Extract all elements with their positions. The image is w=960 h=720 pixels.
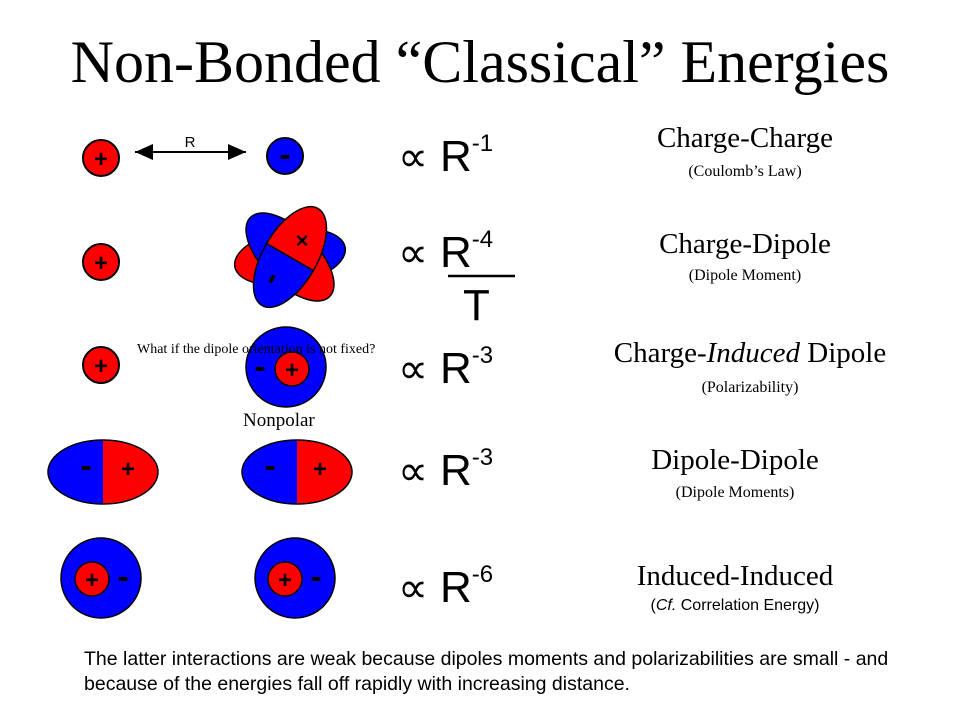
induced-right-plus: + [278, 567, 292, 594]
sublabel-charge-dipole: (Dipole Moment) [688, 267, 802, 284]
label-charge-dipole: Charge-Dipole [659, 228, 831, 260]
sublabel-rest: Correlation Energy) [676, 597, 820, 614]
page-title: Non-Bonded “Classical” Energies [70, 29, 890, 95]
dipole-right [241, 439, 353, 505]
label-induced-induced: Induced-Induced [636, 560, 834, 592]
induced-atom-right-nucleus [267, 561, 303, 597]
base-r: R [440, 228, 472, 277]
plus-sign-3: + [94, 353, 108, 380]
label-part: Charge- [613, 337, 707, 369]
induced-left-minus: - [117, 558, 128, 596]
induced-plus: + [285, 357, 299, 384]
base-r: R [440, 446, 472, 495]
label-charge-induced-dipole: Charge-Induced Dipole [560, 337, 940, 370]
induced-atom-left-nucleus [74, 561, 110, 597]
dipole-right-plus: + [313, 456, 327, 483]
dipole-right-minus: - [264, 447, 275, 485]
sublabel-induced-induced: (Cf. Correlation Energy) [650, 597, 820, 614]
plus-sign-2: + [94, 250, 108, 277]
orientation-question: What if the dipole orientation is not fi… [137, 342, 376, 357]
dipole-left-minus: - [80, 447, 91, 485]
base-r: R [440, 563, 472, 612]
proportional-symbol: ∝ [398, 345, 429, 392]
induced-right-minus: - [310, 558, 321, 596]
sublabel-charge-charge: (Coulomb’s Law) [688, 163, 802, 180]
induced-left-plus: + [85, 567, 99, 594]
prop-row-1: ∝R-1 [398, 130, 493, 182]
induced-minus: - [254, 348, 265, 386]
prop-row-2: ∝R-4 [398, 226, 493, 278]
exponent: -4 [471, 226, 494, 253]
positive-charge-2 [82, 243, 120, 281]
denominator-t: T [463, 281, 490, 330]
label-charge-charge: Charge-Charge [656, 122, 834, 154]
label-dipole-dipole: Dipole-Dipole [651, 444, 819, 476]
exponent: -3 [471, 444, 494, 471]
distance-label: R [185, 134, 196, 151]
exponent: -3 [471, 342, 494, 369]
proportional-symbol: ∝ [398, 447, 429, 494]
proportional-symbol: ∝ [398, 564, 429, 611]
prop-row-3: ∝R-3 [398, 342, 493, 394]
exponent: -1 [471, 130, 494, 157]
rotating-dipole-group: × - [233, 205, 347, 309]
dipole-left [47, 439, 159, 505]
induced-nucleus [274, 351, 310, 387]
positive-charge-1 [82, 139, 120, 177]
base-r: R [440, 344, 472, 393]
negative-charge-1 [266, 137, 304, 175]
label-part: Dipole [800, 337, 887, 369]
proportional-symbol: ∝ [398, 133, 429, 180]
sublabel-dipole-dipole: (Dipole Moments) [675, 484, 795, 501]
dipole-left-plus: + [121, 456, 135, 483]
exponent: -6 [471, 561, 494, 588]
proportional-symbol: ∝ [398, 229, 429, 276]
plus-sign-1: + [94, 146, 108, 173]
positive-charge-3 [82, 346, 120, 384]
sublabel-charge-induced-dipole: (Polarizability) [701, 379, 799, 396]
base-r: R [440, 132, 472, 181]
label-italic: Induced [706, 337, 801, 369]
minus-sign-1: - [279, 136, 290, 174]
x-mark: × [296, 228, 309, 253]
nonpolar-label: Nonpolar [243, 410, 315, 431]
footnote: The latter interactions are weak because… [84, 648, 889, 695]
prop-row-4: ∝R-3 [398, 444, 493, 496]
prop-row-5: ∝R-6 [398, 561, 493, 613]
sublabel-italic: Cf. [655, 597, 677, 614]
